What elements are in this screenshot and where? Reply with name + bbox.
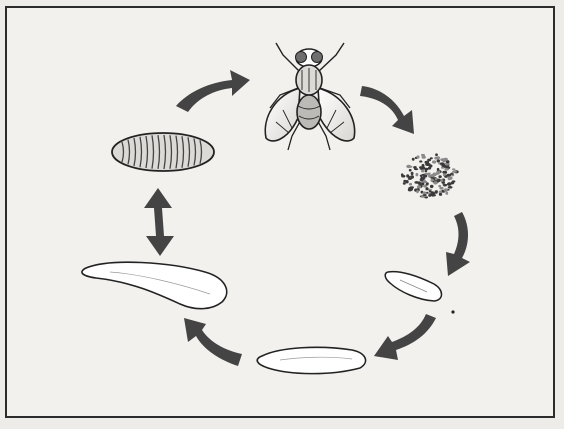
egg (424, 173, 428, 175)
egg (439, 193, 442, 196)
egg (401, 173, 404, 176)
egg (430, 185, 434, 188)
egg (452, 168, 456, 170)
egg (406, 174, 409, 177)
arrow-young-larva-to-larva (374, 314, 436, 360)
egg (442, 171, 447, 174)
egg (417, 185, 421, 188)
egg (448, 186, 453, 189)
egg (409, 169, 412, 172)
pupa-icon (112, 133, 214, 171)
egg (425, 163, 430, 166)
egg (443, 173, 446, 176)
egg (421, 183, 424, 186)
egg (416, 190, 419, 193)
arrow-mature-larva-to-pupa (144, 188, 174, 256)
egg (432, 160, 436, 163)
medium-larva-icon (257, 347, 365, 373)
egg (425, 170, 428, 173)
egg (443, 158, 448, 161)
small-larva-icon (385, 272, 454, 314)
egg (423, 192, 427, 195)
egg (435, 153, 438, 156)
egg (443, 184, 447, 186)
egg (425, 187, 428, 190)
egg-cluster-icon (401, 153, 459, 198)
egg (435, 191, 438, 193)
egg (411, 172, 414, 175)
egg (445, 192, 448, 195)
egg (450, 173, 453, 175)
egg (436, 171, 440, 174)
egg (424, 196, 428, 198)
fly-icon (265, 43, 354, 150)
arrow-adult-to-eggs (360, 86, 414, 134)
egg (418, 181, 421, 184)
arrow-pupa-to-adult (176, 70, 250, 112)
egg (436, 156, 441, 159)
egg (438, 175, 441, 178)
egg (406, 165, 411, 168)
egg (430, 177, 434, 179)
egg (448, 177, 452, 180)
large-larva-icon (82, 262, 227, 308)
egg (433, 181, 438, 184)
egg (403, 182, 406, 185)
egg (420, 168, 425, 170)
egg (439, 187, 443, 190)
egg (440, 179, 443, 182)
egg (410, 175, 414, 178)
egg (447, 182, 452, 186)
egg (422, 156, 426, 159)
egg (417, 155, 420, 158)
arrow-eggs-to-young-larva (446, 212, 470, 276)
egg (437, 159, 440, 162)
egg (429, 190, 432, 192)
egg (419, 160, 422, 162)
egg (410, 188, 413, 191)
egg (416, 173, 419, 176)
egg (428, 192, 431, 194)
egg (403, 180, 406, 183)
egg (414, 168, 418, 170)
egg (440, 163, 445, 166)
egg (423, 194, 427, 196)
egg (452, 171, 457, 173)
egg (452, 180, 456, 182)
egg (431, 174, 435, 177)
egg (409, 183, 412, 186)
egg (421, 170, 424, 173)
egg (412, 158, 415, 161)
egg (426, 183, 429, 185)
egg (420, 178, 424, 181)
egg (423, 175, 427, 178)
egg (444, 190, 447, 192)
arrow-larva-to-mature-larva (184, 318, 242, 366)
egg (444, 168, 449, 171)
